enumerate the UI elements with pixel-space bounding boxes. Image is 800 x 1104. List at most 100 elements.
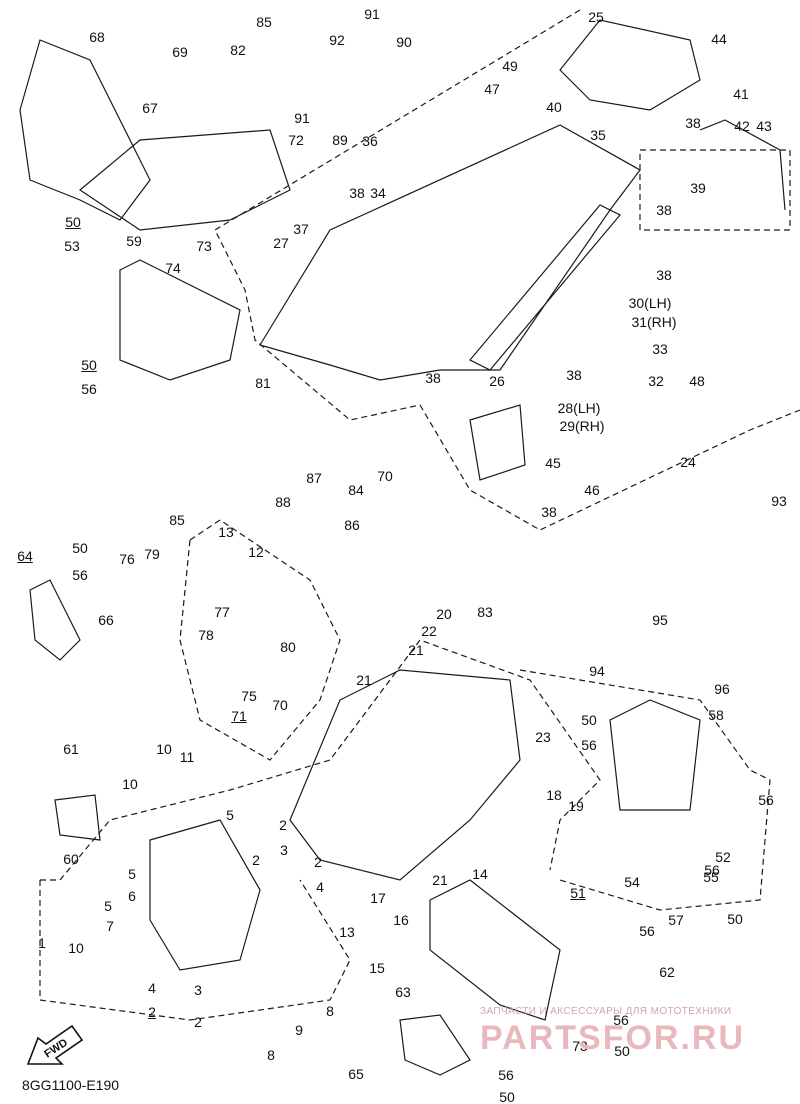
part-callout: 2 — [279, 817, 287, 833]
part-callout: 75 — [241, 688, 257, 704]
upper-bracket-group-outline — [179, 519, 341, 761]
part-callout: 60 — [63, 851, 79, 867]
part-callout: 23 — [535, 729, 551, 745]
part-callout: 73 — [196, 238, 212, 254]
part-callout: 38 — [656, 202, 672, 218]
part-callout: 47 — [484, 81, 500, 97]
part-callout: 61 — [63, 741, 79, 757]
part-callout: 70 — [272, 697, 288, 713]
part-callout: 50 — [614, 1043, 630, 1059]
part-callout: 53 — [64, 238, 80, 254]
part-callout: 62 — [659, 964, 675, 980]
part-callout: 26 — [489, 373, 505, 389]
part-callout: 22 — [421, 623, 437, 639]
part-callout: 25 — [588, 9, 604, 25]
part-callout: 10 — [122, 776, 138, 792]
part-callout: 3 — [280, 842, 288, 858]
fwd-arrow-icon: FWD — [26, 1024, 84, 1065]
side-panel-outline — [399, 1014, 471, 1076]
part-callout: 51 — [570, 885, 586, 901]
part-callout: 50 — [72, 540, 88, 556]
part-callout: 29(RH) — [559, 418, 605, 434]
right-side-group-outline — [519, 669, 771, 911]
part-callout: 63 — [395, 984, 411, 1000]
part-callout: 21 — [356, 672, 372, 688]
part-callout: 95 — [652, 612, 668, 628]
part-callout: 83 — [477, 604, 493, 620]
part-callout: 94 — [589, 663, 605, 679]
part-callout: 85 — [169, 512, 185, 528]
part-callout: 89 — [332, 132, 348, 148]
part-callout: 54 — [624, 874, 640, 890]
part-callout: 80 — [280, 639, 296, 655]
part-callout: 38 — [349, 185, 365, 201]
left-bracket-outline — [29, 579, 81, 661]
part-callout: 43 — [756, 118, 772, 134]
left-mount-plate-outline — [54, 794, 101, 841]
part-callout: 3 — [194, 982, 202, 998]
part-callout: 5 — [226, 807, 234, 823]
watermark-brand: PARTSFOR.RU — [480, 1019, 746, 1057]
part-callout: 42 — [734, 118, 750, 134]
part-callout: 67 — [142, 100, 158, 116]
rear-bumper-outline — [699, 119, 786, 211]
engine-guard-outline — [119, 259, 241, 381]
part-callout: 10 — [68, 940, 84, 956]
part-callout: 48 — [689, 373, 705, 389]
part-callout: 90 — [396, 34, 412, 50]
lower-frame-group-outline — [40, 639, 601, 881]
part-callout: 77 — [214, 604, 230, 620]
part-callout: 93 — [771, 493, 787, 509]
part-callout: 21 — [408, 642, 424, 658]
part-callout: 82 — [230, 42, 246, 58]
part-callout: 50 — [581, 712, 597, 728]
part-callout: 13 — [339, 924, 355, 940]
part-callout: 39 — [690, 180, 706, 196]
part-callout: 35 — [590, 127, 606, 143]
part-callout: 1 — [38, 935, 46, 951]
part-callout: 49 — [502, 58, 518, 74]
part-callout: 96 — [714, 681, 730, 697]
part-callout: 56 — [758, 792, 774, 808]
part-callout: 50 — [65, 214, 81, 230]
part-callout: 73 — [572, 1038, 588, 1054]
part-callout: 38 — [685, 115, 701, 131]
part-callout: 28(LH) — [557, 400, 601, 416]
upper-frame-group-outline — [214, 9, 800, 531]
mount-plate-outline — [469, 404, 526, 481]
part-callout: 46 — [584, 482, 600, 498]
part-callout: 27 — [273, 235, 289, 251]
part-callout: 66 — [98, 612, 114, 628]
watermark-caption: ЗАПЧАСТИ И АКСЕССУАРЫ ДЛЯ МОТОТЕХНИКИ — [480, 1006, 732, 1017]
part-callout: 36 — [362, 133, 378, 149]
radiator-outline — [429, 879, 561, 1021]
part-callout: 8 — [326, 1003, 334, 1019]
part-callout: 4 — [148, 980, 156, 996]
part-callout: 91 — [294, 110, 310, 126]
part-callout: 50 — [499, 1089, 515, 1104]
part-callout: 15 — [369, 960, 385, 976]
part-callout: 76 — [119, 551, 135, 567]
part-callout: 85 — [256, 14, 272, 30]
part-callout: 19 — [568, 798, 584, 814]
steering-bracket-outline — [78, 129, 291, 231]
part-callout: 31(RH) — [631, 314, 677, 330]
part-callout: 18 — [546, 787, 562, 803]
watermark: ЗАПЧАСТИ И АКСЕССУАРЫ ДЛЯ МОТОТЕХНИКИ PA… — [480, 1006, 790, 1058]
part-callout: 38 — [566, 367, 582, 383]
part-callout: 38 — [541, 504, 557, 520]
part-callout: 5 — [104, 898, 112, 914]
part-callout: 44 — [711, 31, 727, 47]
part-callout: 56 — [72, 567, 88, 583]
part-callout: 13 — [218, 524, 234, 540]
part-callout: 74 — [165, 260, 181, 276]
part-callout: 86 — [344, 517, 360, 533]
part-callout: 56 — [639, 923, 655, 939]
part-callout: 56 — [581, 737, 597, 753]
upper-fastener-group-outline — [639, 149, 791, 231]
part-callout: 4 — [316, 879, 324, 895]
running-board-outline — [469, 204, 621, 371]
part-callout: 55 — [703, 869, 719, 885]
